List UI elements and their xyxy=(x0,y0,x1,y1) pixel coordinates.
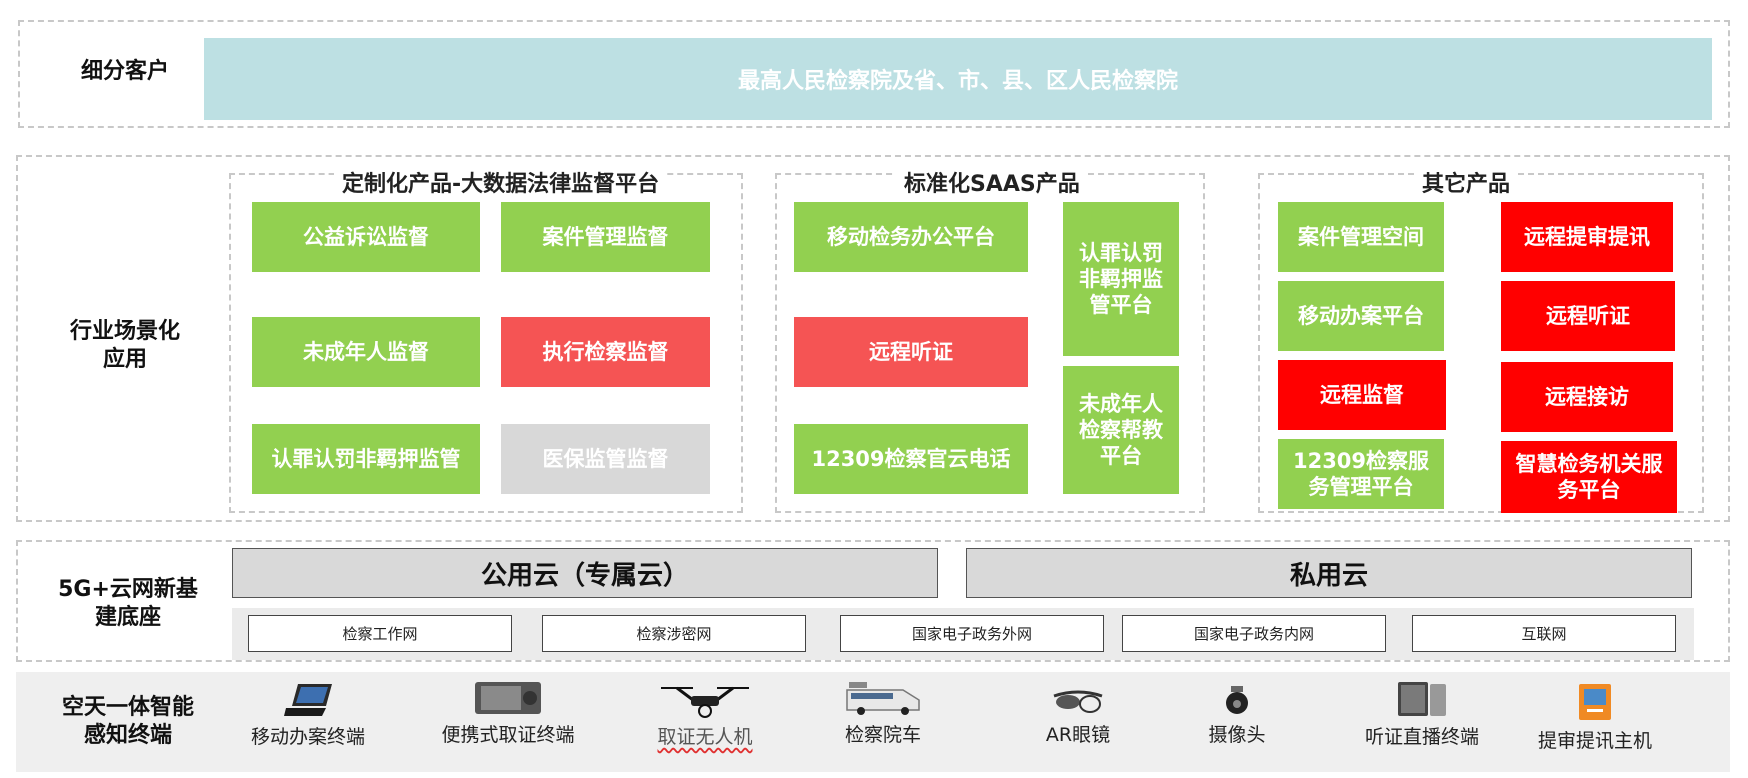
network-item-3: 国家电子政务外网 xyxy=(840,615,1104,652)
custom-item-6: 医保监管监督 xyxy=(501,424,710,494)
custom-group-title: 定制化产品-大数据法律监督平台 xyxy=(334,166,668,198)
terminal-label-1: 移动办案终端 xyxy=(250,726,365,748)
terminal-vehicle: 检察院车 xyxy=(808,680,958,747)
saas-item-3: 12309检察官云电话 xyxy=(794,424,1028,494)
other-item-2: 移动办案平台 xyxy=(1278,281,1444,351)
terminal-label-8: 提审提讯主机 xyxy=(1537,730,1652,752)
customers-label: 细分客户 xyxy=(80,59,169,84)
terminal-label-6: 摄像头 xyxy=(1208,724,1266,746)
terminal-host: 提审提讯主机 xyxy=(1520,682,1670,753)
network-item-5: 互联网 xyxy=(1412,615,1676,652)
drone-icon xyxy=(661,686,749,718)
network-item-1: 检察工作网 xyxy=(248,615,512,652)
other-item-4: 12309检察服务管理平台 xyxy=(1278,439,1444,509)
custom-item-2: 案件管理监督 xyxy=(501,202,710,272)
saas-item-4: 认罪认罚非羁押监管平台 xyxy=(1063,202,1179,356)
van-icon xyxy=(846,682,920,715)
other-item-3: 远程监督 xyxy=(1278,360,1446,430)
ar-glasses-icon xyxy=(1053,690,1103,713)
base-label: 5G+云网新基 建底座 xyxy=(40,576,216,632)
terminals-label-line2: 感知终端 xyxy=(83,723,172,748)
private-cloud-box: 私用云 xyxy=(966,548,1692,598)
laptop-icon xyxy=(284,684,332,716)
other-item-5: 远程提审提讯 xyxy=(1501,202,1673,272)
network-item-4: 国家电子政务内网 xyxy=(1122,615,1386,652)
terminal-label-2: 便携式取证终端 xyxy=(441,724,575,746)
industry-label: 行业场景化 应用 xyxy=(40,318,210,374)
saas-item-1: 移动检务办公平台 xyxy=(794,202,1028,272)
terminal-label-5: AR眼镜 xyxy=(1045,724,1111,746)
custom-item-5: 认罪认罚非羁押监管 xyxy=(252,424,480,494)
customers-banner: 最高人民检察院及省、市、县、区人民检察院 xyxy=(204,38,1712,120)
other-item-8: 智慧检务机关服务平台 xyxy=(1501,441,1677,513)
terminal-evidence: 便携式取证终端 xyxy=(433,680,583,747)
live-terminal-icon xyxy=(1398,682,1446,716)
custom-item-1: 公益诉讼监督 xyxy=(252,202,480,272)
evidence-terminal-icon xyxy=(475,682,541,714)
industry-label-line1: 行业场景化 xyxy=(69,319,180,344)
saas-group-title: 标准化SAAS产品 xyxy=(896,166,1088,198)
customers-row xyxy=(18,20,1730,128)
saas-item-2: 远程听证 xyxy=(794,317,1028,387)
base-row xyxy=(16,540,1730,662)
terminal-drone: 取证无人机 xyxy=(630,684,780,749)
camera-icon xyxy=(1226,686,1248,714)
base-label-line2: 建底座 xyxy=(94,605,161,630)
terminal-label-3: 取证无人机 xyxy=(657,726,753,748)
base-label-line1: 5G+云网新基 xyxy=(58,577,198,602)
custom-item-4: 执行检察监督 xyxy=(501,317,710,387)
terminal-label-7: 听证直播终端 xyxy=(1364,726,1479,748)
industry-label-line2: 应用 xyxy=(102,347,147,372)
industry-row xyxy=(16,155,1730,522)
terminals-label-line1: 空天一体智能 xyxy=(61,695,194,720)
other-item-1: 案件管理空间 xyxy=(1278,202,1444,272)
terminal-label-4: 检察院车 xyxy=(844,724,921,746)
terminal-ar: AR眼镜 xyxy=(1003,686,1153,747)
saas-item-5: 未成年人检察帮教平台 xyxy=(1063,366,1179,494)
other-group-title: 其它产品 xyxy=(1414,166,1519,198)
network-item-2: 检察涉密网 xyxy=(542,615,806,652)
terminal-laptop: 移动办案终端 xyxy=(233,682,383,749)
terminals-label: 空天一体智能 感知终端 xyxy=(40,694,216,750)
terminal-live: 听证直播终端 xyxy=(1347,680,1497,749)
host-icon xyxy=(1579,684,1611,720)
public-cloud-box: 公用云（专属云） xyxy=(232,548,938,598)
other-item-6: 远程听证 xyxy=(1501,281,1675,351)
terminal-camera: 摄像头 xyxy=(1162,684,1312,747)
other-item-7: 远程接访 xyxy=(1501,362,1673,432)
custom-item-3: 未成年人监督 xyxy=(252,317,480,387)
